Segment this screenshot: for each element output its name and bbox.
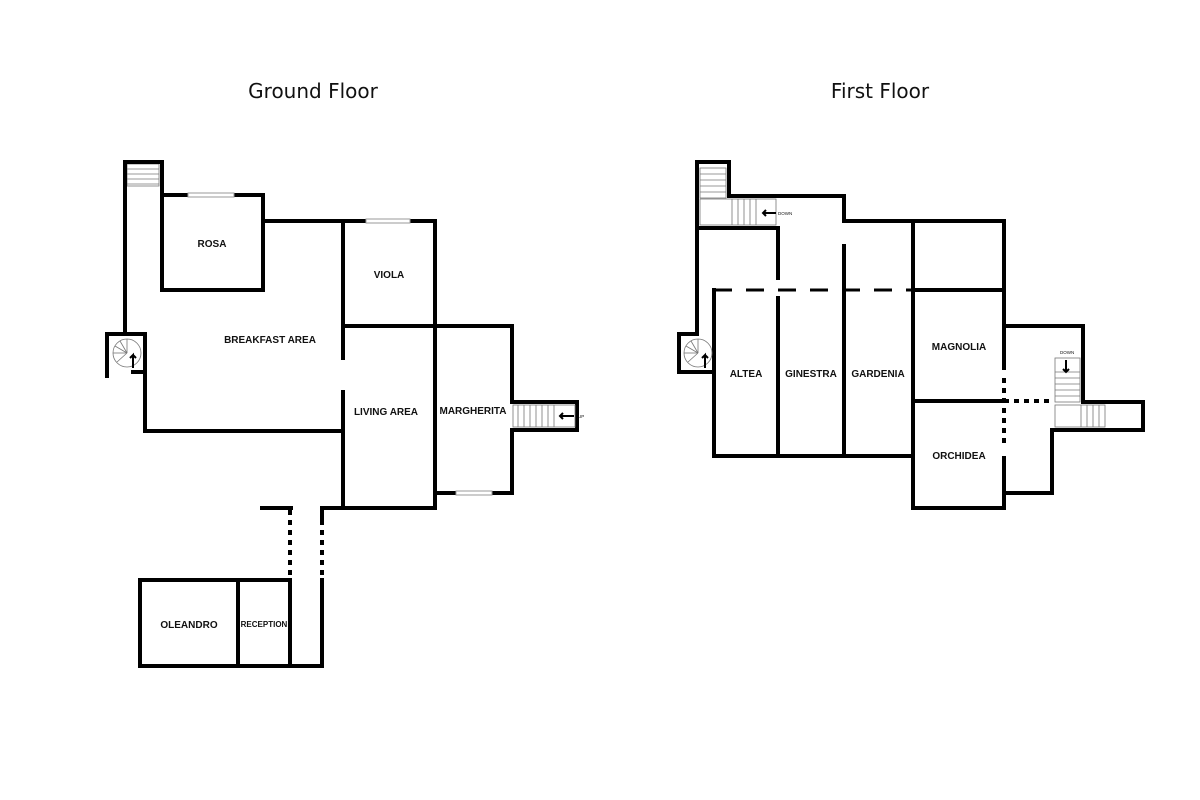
room-orchidea: ORCHIDEA (932, 451, 985, 462)
room-ginestra: GINESTRA (785, 369, 837, 380)
ground-floor-title: Ground Floor (248, 79, 378, 103)
room-magnolia: MAGNOLIA (932, 342, 986, 353)
rosa-window (187, 192, 235, 198)
up-arrow-icon (701, 352, 709, 368)
room-living-area: LIVING AREA (354, 407, 418, 418)
room-gardenia: GARDENIA (851, 369, 904, 380)
first-stair-right: DOWN (1054, 350, 1106, 428)
room-altea: ALTEA (730, 369, 763, 380)
ground-stair-right: UP (510, 400, 584, 432)
room-oleandro: OLEANDRO (160, 620, 217, 631)
arrow-left-icon (761, 209, 776, 217)
room-reception: RECEPTION (241, 620, 288, 629)
room-margherita: MARGHERITA (439, 406, 506, 417)
up-arrow-icon (129, 352, 137, 368)
first-main-walls (677, 160, 1145, 510)
first-stair-label-right: DOWN (1060, 350, 1074, 355)
arrow-down-icon (1062, 360, 1070, 374)
first-stair-label-left: DOWN (778, 211, 792, 216)
ground-stair-label: UP (578, 414, 584, 419)
first-stair-top-left: DOWN (699, 167, 792, 226)
room-breakfast-area: BREAKFAST AREA (224, 335, 316, 346)
first-spiral-stair (683, 338, 713, 368)
ground-spiral-stair (105, 332, 147, 378)
arrow-left-icon (558, 412, 574, 420)
margherita-window (455, 490, 493, 496)
ground-main-walls (123, 160, 514, 522)
ground-floor: Ground Floor (105, 79, 584, 668)
ground-stair-top-left (126, 163, 160, 187)
room-viola: VIOLA (374, 270, 405, 281)
first-floor: First Floor DOWN (677, 79, 1145, 510)
first-floor-title: First Floor (831, 79, 930, 103)
ground-lower-walls (138, 578, 324, 668)
room-rosa: ROSA (198, 239, 227, 250)
viola-window (365, 218, 411, 224)
